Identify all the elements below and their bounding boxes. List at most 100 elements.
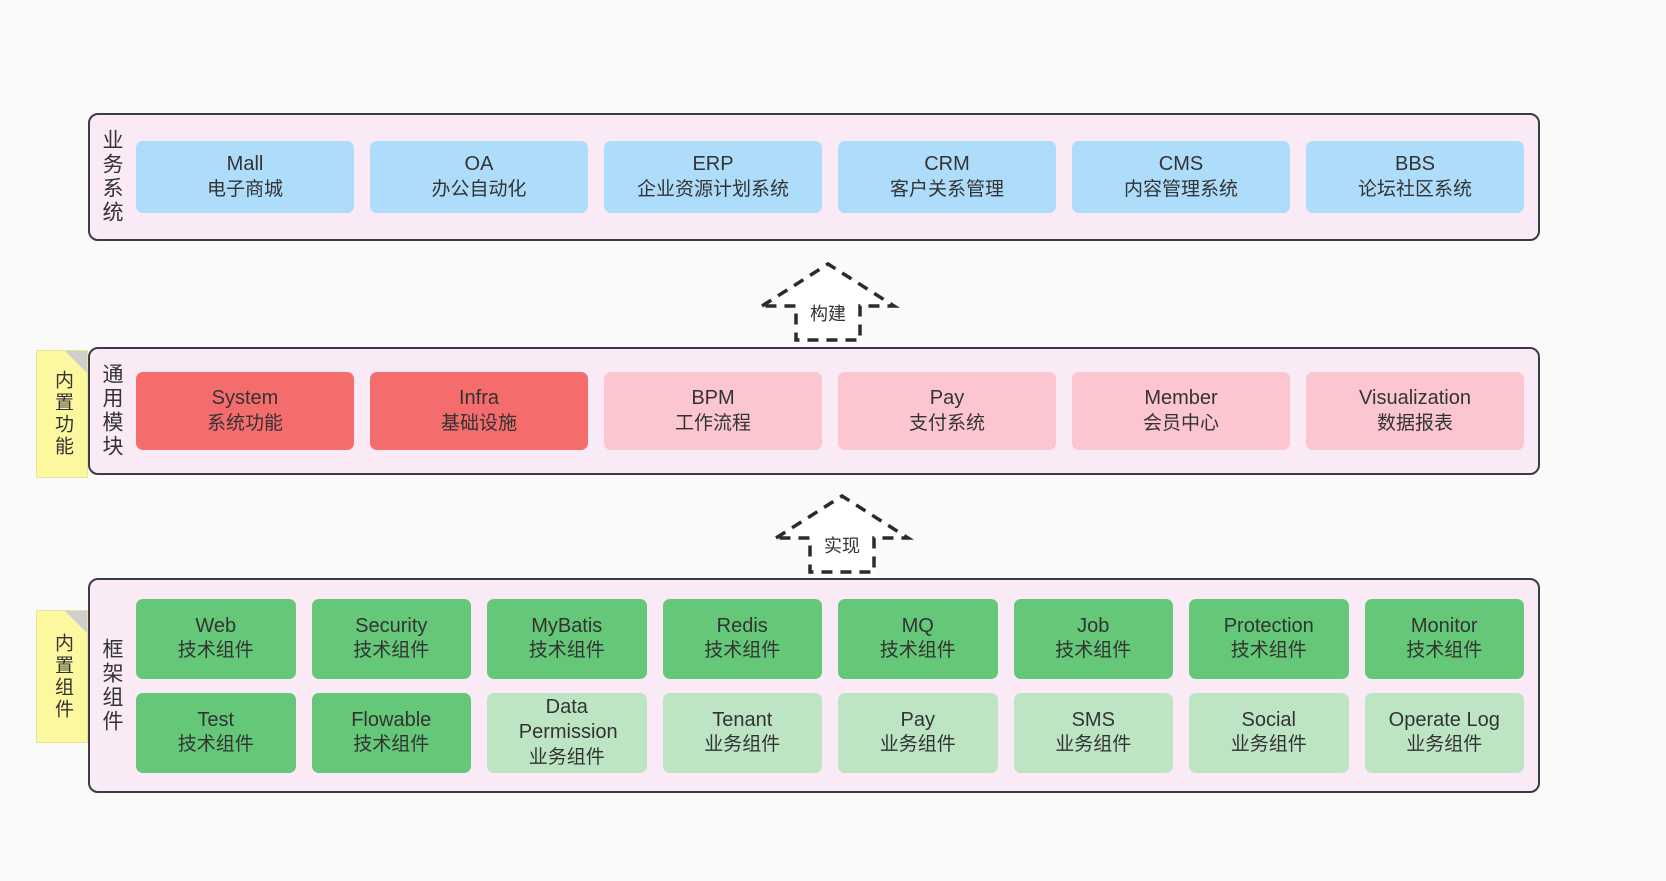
card-operate-log[interactable]: Operate Log 业务组件 <box>1364 692 1524 773</box>
card-monitor[interactable]: Monitor 技术组件 <box>1364 598 1524 679</box>
card-title: MQ <box>901 614 934 637</box>
sticky-note-builtin-components: 内置组件 <box>36 610 88 743</box>
card-row: Web 技术组件 Security 技术组件 MyBatis 技术组件 Redi… <box>136 598 1524 679</box>
card-title: Mall <box>226 153 264 176</box>
card-title: Job <box>1077 614 1110 637</box>
card-subtitle: 办公自动化 <box>431 178 527 200</box>
card-pay-business[interactable]: Pay 业务组件 <box>838 692 998 773</box>
card-title: Social <box>1241 708 1296 731</box>
card-subtitle: 业务组件 <box>1055 734 1132 756</box>
card-subtitle: 数据报表 <box>1376 412 1453 434</box>
layer-body-framework-components: Web 技术组件 Security 技术组件 MyBatis 技术组件 Redi… <box>132 580 1538 791</box>
card-title: Tenant <box>712 708 773 731</box>
card-title: Operate Log <box>1388 708 1500 731</box>
card-title: CRM <box>924 153 970 176</box>
card-title: BBS <box>1394 153 1436 176</box>
card-bbs[interactable]: BBS 论坛社区系统 <box>1306 141 1524 213</box>
layer-body-business-systems: Mall 电子商城 OA 办公自动化 ERP 企业资源计划系统 CRM 客户关系… <box>132 115 1538 239</box>
implement-arrow-icon <box>769 493 915 574</box>
card-title: Flowable <box>351 708 432 731</box>
card-subtitle: 会员中心 <box>1142 412 1219 434</box>
card-title: Protection <box>1223 614 1314 637</box>
card-title: Data Permission <box>518 695 618 744</box>
card-subtitle: 业务组件 <box>1406 734 1483 756</box>
card-infra[interactable]: Infra 基础设施 <box>370 372 588 450</box>
card-subtitle: 技术组件 <box>177 734 254 756</box>
card-subtitle: 业务组件 <box>1230 734 1307 756</box>
card-row: Mall 电子商城 OA 办公自动化 ERP 企业资源计划系统 CRM 客户关系… <box>136 141 1524 213</box>
card-title: Test <box>197 708 235 731</box>
layer-framework-components: 框架组件 Web 技术组件 Security 技术组件 MyBatis 技术组件… <box>88 578 1540 793</box>
card-subtitle: 技术组件 <box>879 640 956 662</box>
card-cms[interactable]: CMS 内容管理系统 <box>1072 141 1290 213</box>
build-arrow-icon <box>755 261 901 342</box>
card-title: Monitor <box>1410 614 1478 637</box>
sticky-note-label: 内置组件 <box>51 632 73 721</box>
card-title: Pay <box>900 708 935 731</box>
card-subtitle: 技术组件 <box>1230 640 1307 662</box>
card-subtitle: 业务组件 <box>528 746 605 768</box>
card-title: MyBatis <box>531 614 603 637</box>
card-security[interactable]: Security 技术组件 <box>311 598 471 679</box>
card-crm[interactable]: CRM 客户关系管理 <box>838 141 1056 213</box>
card-subtitle: 论坛社区系统 <box>1357 178 1472 200</box>
card-title: OA <box>464 153 494 176</box>
card-row: System 系统功能 Infra 基础设施 BPM 工作流程 Pay 支付系统… <box>136 372 1524 450</box>
card-mall[interactable]: Mall 电子商城 <box>136 141 354 213</box>
card-title: SMS <box>1071 708 1115 731</box>
card-subtitle: 企业资源计划系统 <box>636 178 789 200</box>
card-sms[interactable]: SMS 业务组件 <box>1013 692 1173 773</box>
card-subtitle: 工作流程 <box>674 412 751 434</box>
card-subtitle: 客户关系管理 <box>889 178 1004 200</box>
card-job[interactable]: Job 技术组件 <box>1013 598 1173 679</box>
card-tenant[interactable]: Tenant 业务组件 <box>662 692 822 773</box>
card-bpm[interactable]: BPM 工作流程 <box>604 372 822 450</box>
card-subtitle: 技术组件 <box>528 640 605 662</box>
card-subtitle: 电子商城 <box>206 178 283 200</box>
card-title: Redis <box>716 614 768 637</box>
card-redis[interactable]: Redis 技术组件 <box>662 598 822 679</box>
card-subtitle: 系统功能 <box>206 412 283 434</box>
card-subtitle: 技术组件 <box>704 640 781 662</box>
layer-common-modules: 通用模块 System 系统功能 Infra 基础设施 BPM 工作流程 Pay… <box>88 347 1540 475</box>
card-subtitle: 基础设施 <box>440 412 517 434</box>
card-pay[interactable]: Pay 支付系统 <box>838 372 1056 450</box>
card-title: CMS <box>1158 153 1204 176</box>
card-web[interactable]: Web 技术组件 <box>136 598 296 679</box>
sticky-fold-corner <box>65 611 87 633</box>
card-row: Test 技术组件 Flowable 技术组件 Data Permission … <box>136 692 1524 773</box>
card-flowable[interactable]: Flowable 技术组件 <box>311 692 471 773</box>
card-visualization[interactable]: Visualization 数据报表 <box>1306 372 1524 450</box>
card-data-permission[interactable]: Data Permission 业务组件 <box>487 692 647 773</box>
card-system[interactable]: System 系统功能 <box>136 372 354 450</box>
card-title: Web <box>195 614 237 637</box>
card-subtitle: 业务组件 <box>879 734 956 756</box>
card-subtitle: 技术组件 <box>1406 640 1483 662</box>
card-title: Visualization <box>1359 387 1471 410</box>
card-social[interactable]: Social 业务组件 <box>1189 692 1349 773</box>
card-subtitle: 技术组件 <box>1055 640 1132 662</box>
card-protection[interactable]: Protection 技术组件 <box>1189 598 1349 679</box>
card-subtitle: 技术组件 <box>353 734 430 756</box>
card-title: ERP <box>692 153 734 176</box>
card-subtitle: 支付系统 <box>908 412 985 434</box>
card-subtitle: 技术组件 <box>353 640 430 662</box>
card-title: BPM <box>691 387 735 410</box>
card-oa[interactable]: OA 办公自动化 <box>370 141 588 213</box>
implement-arrow: 实现 <box>766 490 918 578</box>
card-subtitle: 业务组件 <box>704 734 781 756</box>
sticky-note-builtin-features: 内置功能 <box>36 350 88 478</box>
card-subtitle: 技术组件 <box>177 640 254 662</box>
card-title: Pay <box>929 387 965 410</box>
layer-title-business-systems: 业务系统 <box>100 129 124 225</box>
layer-body-common-modules: System 系统功能 Infra 基础设施 BPM 工作流程 Pay 支付系统… <box>132 349 1538 473</box>
card-member[interactable]: Member 会员中心 <box>1072 372 1290 450</box>
card-mq[interactable]: MQ 技术组件 <box>838 598 998 679</box>
card-title: System <box>211 387 279 410</box>
card-title: Infra <box>458 387 500 410</box>
card-mybatis[interactable]: MyBatis 技术组件 <box>487 598 647 679</box>
card-test[interactable]: Test 技术组件 <box>136 692 296 773</box>
layer-title-common-modules: 通用模块 <box>100 363 124 459</box>
card-erp[interactable]: ERP 企业资源计划系统 <box>604 141 822 213</box>
sticky-fold-corner <box>65 351 87 373</box>
